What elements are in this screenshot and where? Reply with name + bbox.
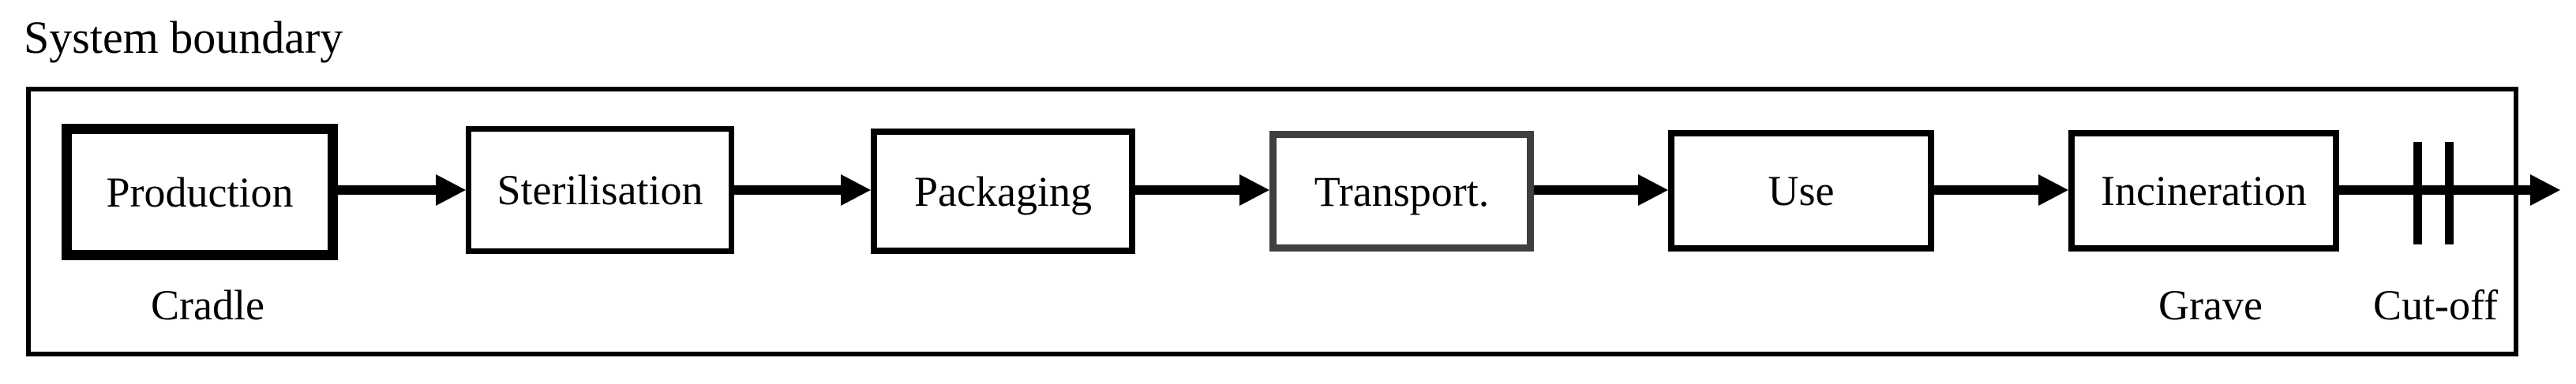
node-packaging-label: Packaging xyxy=(914,167,1092,215)
arrow-production-to-sterilisation xyxy=(338,185,436,195)
node-sterilisation-label: Sterilisation xyxy=(497,166,703,214)
node-packaging: Packaging xyxy=(871,129,1135,254)
node-transport-label: Transport. xyxy=(1314,167,1490,215)
arrow-sterilisation-to-packaging xyxy=(734,185,841,195)
arrow-packaging-to-transport xyxy=(1135,185,1239,195)
node-production-label: Production xyxy=(106,168,294,216)
arrow-transport-to-use xyxy=(1534,185,1638,195)
node-use-label: Use xyxy=(1768,167,1835,214)
annotation-grave: Grave xyxy=(2158,281,2263,329)
arrowhead-icon xyxy=(436,174,466,206)
arrow-use-to-incineration xyxy=(1934,185,2038,195)
node-use: Use xyxy=(1668,130,1934,252)
arrowhead-icon xyxy=(1239,174,1269,206)
cutoff-mark-icon xyxy=(2413,142,2422,244)
node-incineration-label: Incineration xyxy=(2101,167,2307,214)
node-production: Production xyxy=(62,124,338,260)
arrow-incineration-exit xyxy=(2339,185,2530,195)
figure-title: System boundary xyxy=(24,12,343,63)
node-sterilisation: Sterilisation xyxy=(466,126,734,254)
arrowhead-icon xyxy=(841,174,871,206)
arrowhead-icon xyxy=(2038,174,2068,206)
annotation-cutoff: Cut-off xyxy=(2373,281,2498,329)
arrowhead-icon xyxy=(1638,174,1668,206)
cutoff-mark-icon xyxy=(2445,142,2454,244)
node-transport: Transport. xyxy=(1269,131,1534,252)
annotation-cradle: Cradle xyxy=(151,281,264,329)
arrowhead-icon xyxy=(2530,174,2560,206)
node-incineration: Incineration xyxy=(2068,130,2339,252)
